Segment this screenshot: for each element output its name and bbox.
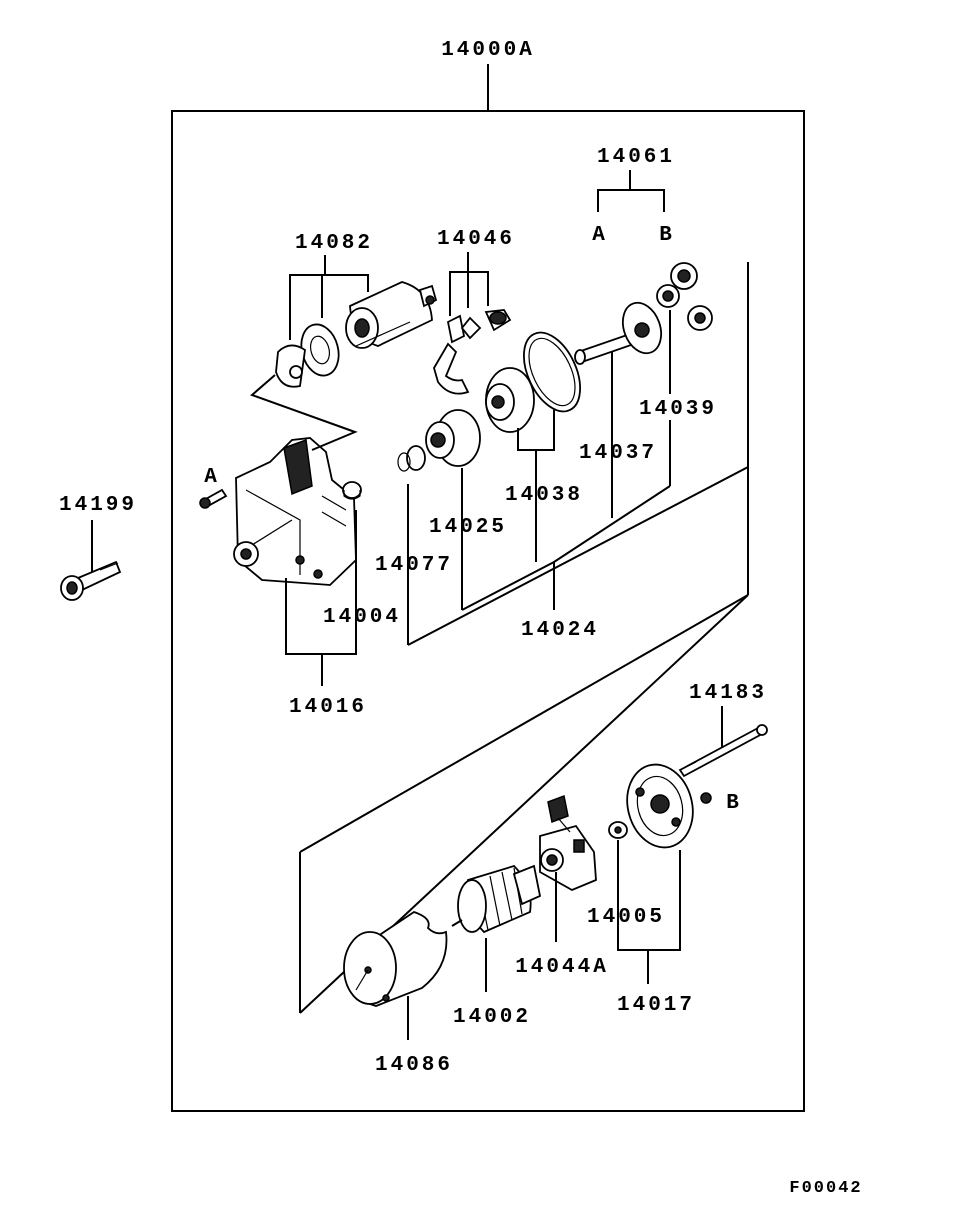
callout-14183: 14183 (689, 682, 767, 705)
brush-holder-part (539, 794, 597, 891)
figure-code: F00042 (789, 1179, 862, 1198)
planetary-gear-part (656, 262, 713, 331)
ref-b-right: B (726, 792, 742, 815)
stop-ring-part (397, 445, 426, 472)
yoke-part (343, 911, 448, 1007)
ref-a-top: A (592, 224, 608, 247)
through-bolt-part (678, 724, 768, 778)
callout-14002: 14002 (453, 1006, 531, 1029)
mounting-bolt-part (60, 560, 122, 601)
callout-14061: 14061 (597, 146, 675, 169)
solenoid-switch-part (345, 281, 438, 349)
armature-part (451, 864, 542, 934)
bushing-part (342, 481, 362, 500)
assembly-frame (171, 110, 805, 1112)
callout-14016: 14016 (289, 696, 367, 719)
callout-14086: 14086 (375, 1054, 453, 1077)
overrunning-clutch-part (425, 409, 481, 467)
leader-14082 (289, 255, 369, 340)
leader-14046 (449, 252, 489, 316)
callout-14044a: 14044A (515, 956, 609, 979)
solenoid-plate-part (275, 344, 306, 388)
callout-14025: 14025 (429, 516, 507, 539)
leader-14016 (285, 510, 357, 686)
drive-lever-part (433, 309, 512, 395)
assembly-label: 14000A (441, 39, 535, 62)
bolt-a-part (199, 488, 228, 509)
callout-14037: 14037 (579, 442, 657, 465)
callout-14046: 14046 (437, 228, 515, 251)
ref-b-top: B (659, 224, 675, 247)
internal-gear-part (485, 331, 581, 433)
callout-14077: 14077 (375, 554, 453, 577)
leader-14061 (597, 170, 665, 212)
pinion-shaft-part (574, 301, 663, 365)
callout-14038: 14038 (505, 484, 583, 507)
rear-bracket-part (626, 763, 694, 849)
front-bracket-part (233, 437, 357, 586)
callout-14004: 14004 (323, 606, 401, 629)
callout-14039: 14039 (639, 398, 717, 421)
bolt-b-part (700, 792, 712, 804)
solenoid-connector-line (250, 374, 358, 451)
callout-14199: 14199 (59, 494, 137, 517)
ref-a-left: A (204, 466, 220, 489)
callout-14082: 14082 (295, 232, 373, 255)
leader-14038 (517, 410, 555, 562)
rear-bearing-part (608, 821, 628, 839)
leader-14017 (617, 840, 681, 984)
motor-outline-top (299, 594, 749, 853)
callout-14005: 14005 (587, 906, 665, 929)
callout-14017: 14017 (617, 994, 695, 1017)
callout-14024: 14024 (521, 619, 599, 642)
